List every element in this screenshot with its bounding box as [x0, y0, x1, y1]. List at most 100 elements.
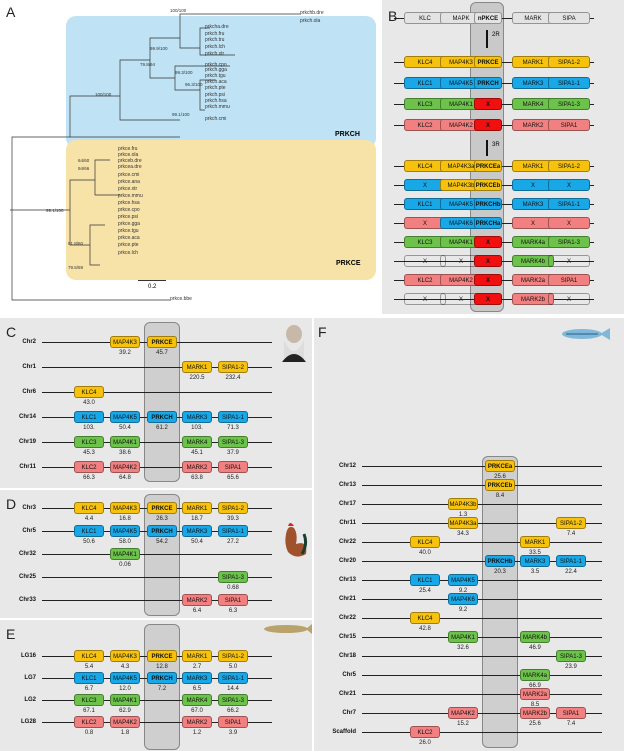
gene-box: MARK3	[182, 411, 212, 423]
tree-leaf: prkce.xtr	[118, 186, 138, 192]
gene-box: SIPA1	[556, 707, 586, 719]
gene-position: 67.1	[83, 708, 95, 714]
zebrafish-icon	[562, 328, 610, 340]
gene-position: 5.0	[228, 664, 238, 670]
gene-box: X	[474, 236, 502, 248]
tree-leaf: prkce.pte	[118, 242, 139, 248]
gene-position: 12.0	[119, 686, 131, 692]
chromosome-label: Chr13	[338, 577, 356, 583]
chromosome-label: LG28	[20, 719, 36, 725]
gene-position: 6.5	[192, 686, 202, 692]
gene-box: MAP4K1	[110, 436, 140, 448]
chromosome-line	[362, 618, 602, 619]
bootstrap-value: 64/60	[78, 158, 90, 163]
chromosome-label: Chr18	[338, 653, 356, 659]
gene-box: MARK3	[182, 525, 212, 537]
gene-box: PRKCH	[147, 525, 177, 537]
gene-box: SIPA1-3	[218, 571, 248, 583]
chromosome-label: Chr19	[18, 439, 36, 445]
gene-position: 62.9	[119, 708, 131, 714]
gene-box: MARK1	[182, 502, 212, 514]
chromosome-line	[362, 637, 602, 638]
gene-box: SIPA1	[548, 274, 590, 286]
gene-box: MARK1	[182, 361, 212, 373]
tree-leaf: prkch.xtr	[205, 51, 225, 57]
gene-position: 32.6	[457, 645, 469, 651]
gene-position: 0.68	[227, 585, 239, 591]
gene-position: 3.5	[530, 569, 540, 575]
gene-box: MARK3	[520, 555, 550, 567]
panel-label-d: D	[6, 496, 17, 512]
gene-box: KLC4	[74, 650, 104, 662]
gene-box: MARK2	[512, 119, 554, 131]
gene-box: SIPA1-3	[548, 236, 590, 248]
gene-position: 45.3	[83, 450, 95, 456]
prkch-clade-bg	[66, 16, 376, 148]
gene-position: 9.2	[458, 607, 468, 613]
gene-box: MARK2	[182, 594, 212, 606]
gene-box: SIPA1-2	[548, 160, 590, 172]
chromosome-line	[362, 656, 602, 657]
gene-position: 66.3	[83, 475, 95, 481]
gene-box: MARK4	[182, 436, 212, 448]
chromosome-line	[42, 577, 272, 578]
tree-leaf: prkch.hsa	[205, 98, 227, 104]
gene-box: nPKCE	[474, 12, 502, 24]
chromosome-line	[362, 694, 602, 695]
gene-box: KLC1	[74, 672, 104, 684]
gene-position: 18.7	[191, 516, 203, 522]
gene-box: MAP4K2	[440, 274, 482, 286]
tree-leaf: prkch.pte	[205, 85, 226, 91]
gene-box: PRKCHb	[474, 198, 502, 210]
arrow-3r-label: 3R	[492, 142, 500, 148]
arrow-2r-icon	[486, 30, 488, 48]
chromosome-label: Chr5	[342, 672, 356, 678]
gene-box: PRKCEa	[474, 160, 502, 172]
gene-box: SIPA1-3	[556, 650, 586, 662]
gene-box: X	[548, 293, 590, 305]
gene-box: MAP4K5	[110, 672, 140, 684]
chromosome-label: Chr5	[22, 528, 36, 534]
gene-position: 42.8	[419, 626, 431, 632]
arrow-3r-icon	[486, 140, 488, 156]
bootstrap-value: 79.5/59	[68, 265, 84, 270]
gene-box: KLC4	[410, 536, 440, 548]
chromosome-label: Chr20	[338, 558, 356, 564]
chromosome-line	[42, 722, 272, 723]
gene-box: MARK2	[182, 461, 212, 473]
chromosome-label: Chr14	[18, 414, 36, 420]
gene-position: 4.3	[120, 664, 130, 670]
gene-position: 45.1	[191, 450, 203, 456]
tree-leaf: prkce.lch	[118, 250, 139, 256]
gene-box: X	[548, 255, 590, 267]
gene-position: 3.9	[228, 730, 238, 736]
tree-leaf: prkce.psi	[118, 214, 139, 220]
gene-box: PRKCE	[474, 56, 502, 68]
gene-box: PRKCH	[474, 77, 502, 89]
gene-box: PRKCH	[147, 411, 177, 423]
gene-box: X	[474, 119, 502, 131]
chromosome-line	[362, 523, 602, 524]
gene-position: 50.4	[119, 425, 131, 431]
gene-box: MAP4K1	[440, 236, 482, 248]
gene-box: SIPA1-2	[556, 517, 586, 529]
tree-leaf: prkchb.dre	[300, 10, 324, 16]
gene-position: 6.4	[192, 608, 202, 614]
gene-box: SIPA1-2	[548, 56, 590, 68]
tree-leaf: prkcea.dre	[118, 164, 142, 170]
gene-position: 0.06	[119, 562, 131, 568]
gene-position: 22.4	[565, 569, 577, 575]
tree-leaf: prkce.mmu	[118, 193, 143, 199]
gene-box: MARK4a	[520, 669, 550, 681]
gene-box: MARK4	[182, 694, 212, 706]
gene-box: MAP4K2	[110, 716, 140, 728]
gene-box: KLC2	[74, 461, 104, 473]
gene-box: SIPA1-1	[218, 672, 248, 684]
gene-box: X	[474, 293, 502, 305]
gene-position: 61.2	[156, 425, 168, 431]
gene-position: 26.0	[419, 740, 431, 746]
gene-position: 39.2	[119, 350, 131, 356]
gene-position: 2.7	[192, 664, 202, 670]
prkce-group-label: PRKCE	[336, 260, 361, 267]
tree-leaf: prkcha.dre	[205, 24, 229, 30]
